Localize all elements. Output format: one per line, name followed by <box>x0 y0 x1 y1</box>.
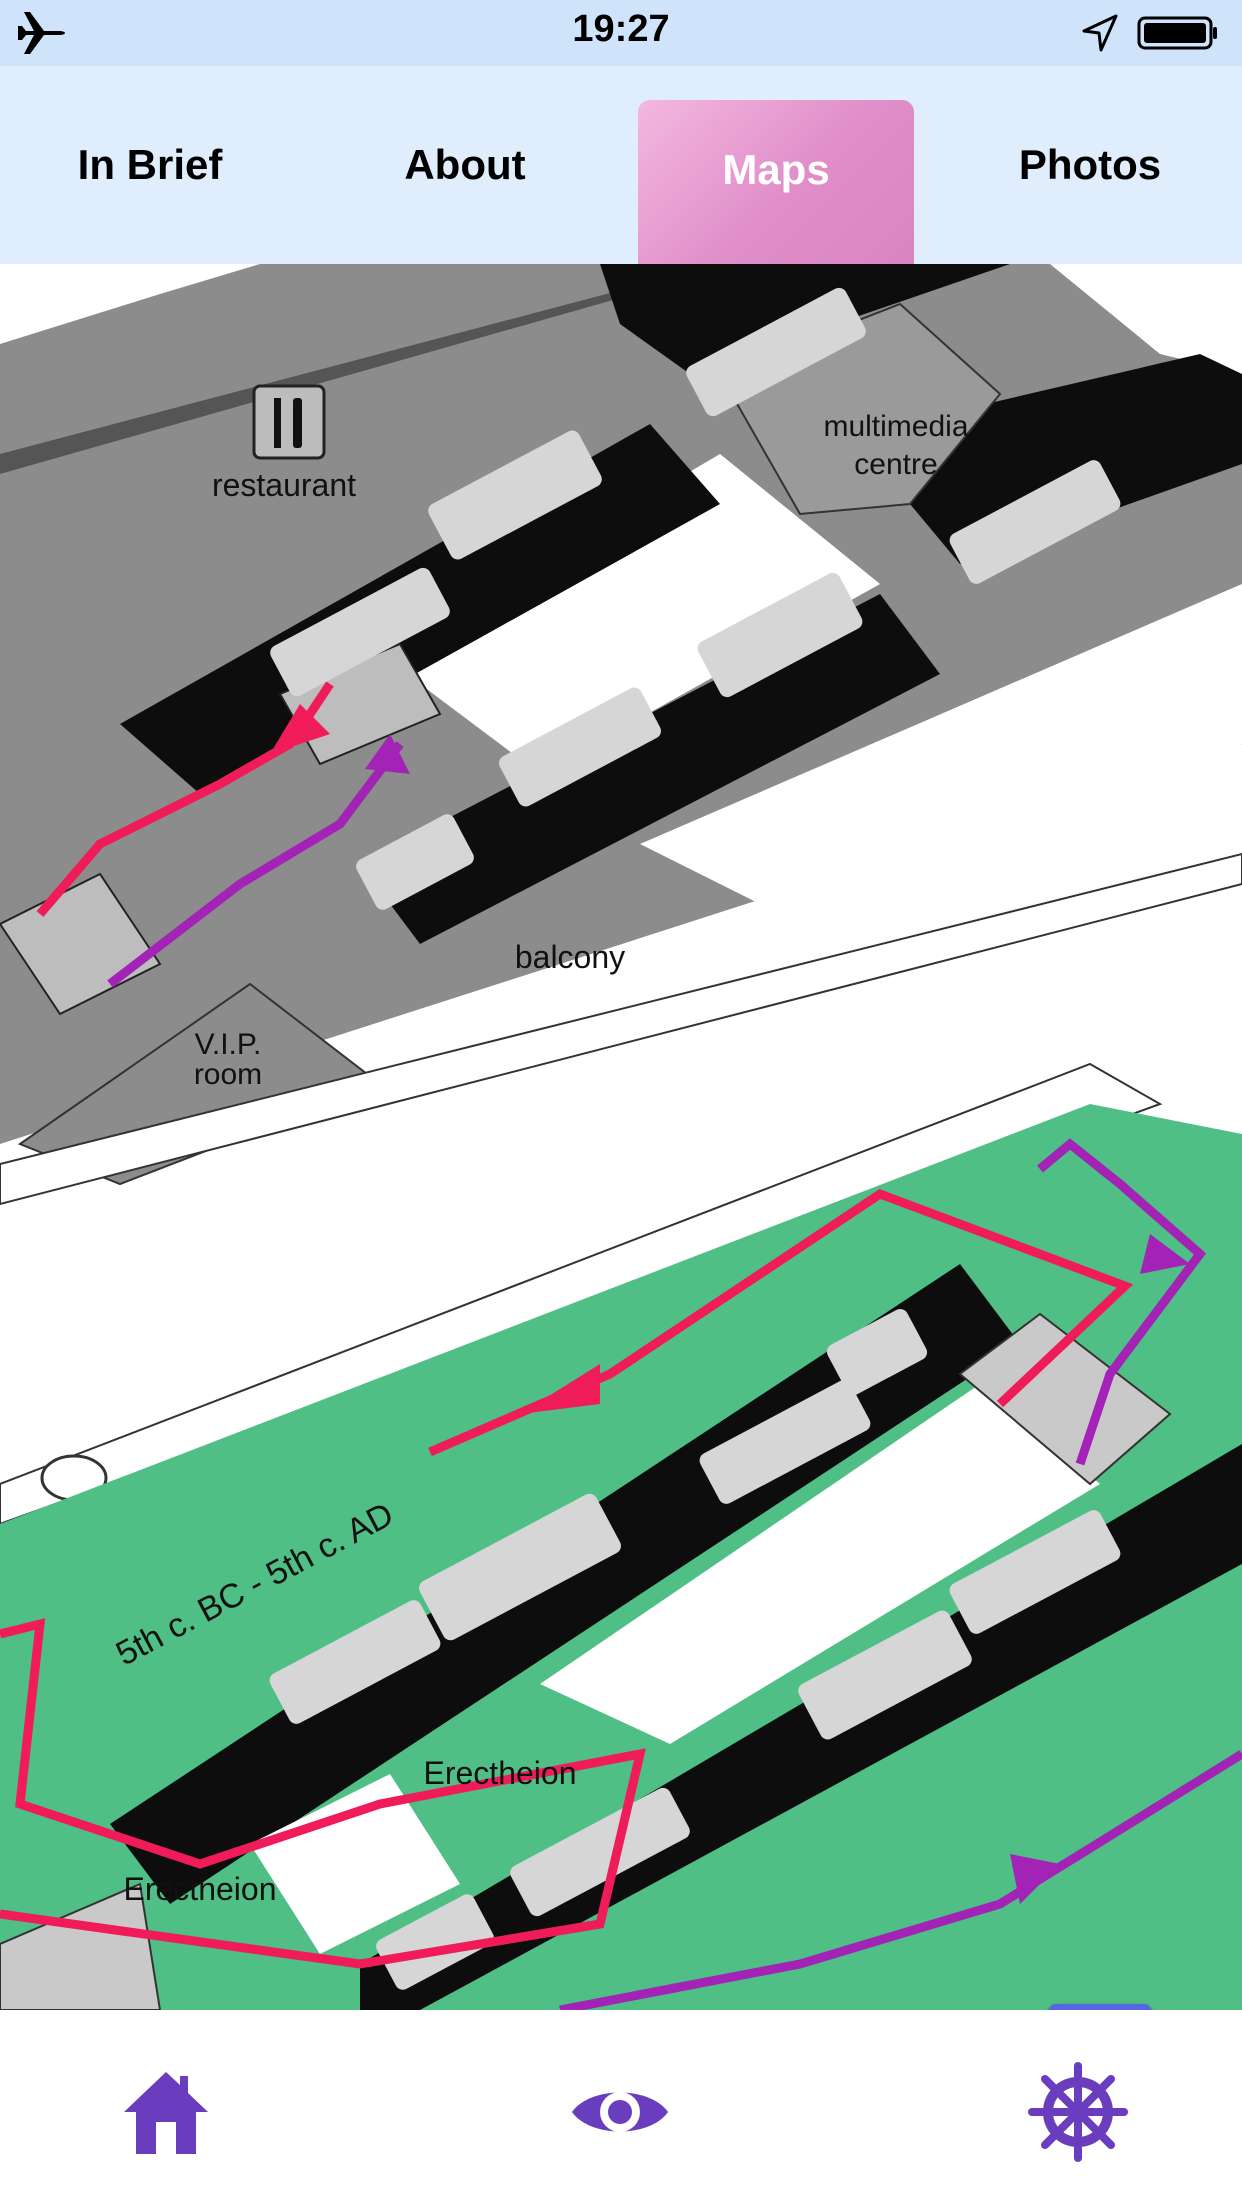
lower-escalator <box>0 1882 162 2010</box>
lower-signs <box>269 1308 1121 1990</box>
tab-photos[interactable]: Photos <box>960 66 1220 264</box>
upper-stripe <box>0 264 740 474</box>
tab-maps[interactable]: Maps <box>638 100 914 264</box>
battery-icon <box>1137 16 1217 50</box>
airplane-mode-icon <box>18 12 65 54</box>
lower-route-red-2 <box>0 1618 646 1969</box>
upper-route-purple <box>107 741 404 988</box>
map-drawing: restaurant multimedia centre balcony V.I… <box>0 264 1242 2010</box>
upper-route-purple-arrow <box>365 734 410 774</box>
lower-railing <box>0 1062 1163 1526</box>
label-vip: V.I.P. <box>195 1028 262 1061</box>
restaurant-icon <box>252 384 326 460</box>
tab-about-label: About <box>404 141 526 188</box>
upper-white-area-2 <box>1050 264 1242 374</box>
lower-route-purple-arrow <box>1140 1234 1190 1274</box>
ship-wheel-icon[interactable] <box>1028 2062 1128 2162</box>
label-multimedia: multimedia <box>823 410 968 443</box>
label-centre: centre <box>854 448 937 481</box>
tab-in-brief[interactable]: In Brief <box>0 66 300 264</box>
label-restaurant: restaurant <box>212 467 356 503</box>
upper-corridor-2 <box>360 594 940 944</box>
label-erectheion-1: Erectheion <box>424 1755 577 1791</box>
tab-in-brief-label: In Brief <box>77 141 223 188</box>
lower-route-red-arrow <box>520 1364 600 1414</box>
upper-white-area-1 <box>0 264 260 344</box>
lower-stairs <box>958 1312 1172 1486</box>
tab-about[interactable]: About <box>330 66 600 264</box>
upper-route-red-arrow <box>270 704 330 754</box>
label-room: room <box>194 1058 262 1091</box>
label-erectheion-2: Erectheion <box>124 1871 277 1907</box>
map-toggle-button[interactable] <box>1048 2004 1152 2010</box>
upper-white-area-3 <box>640 584 1242 914</box>
status-time: 19:27 <box>572 8 670 50</box>
home-icon[interactable] <box>116 2062 216 2162</box>
label-balcony: balcony <box>515 939 625 975</box>
floor-railing <box>0 852 1242 1206</box>
status-bar: 19:27 <box>0 0 1242 66</box>
lower-atrium <box>540 1384 1100 1744</box>
tab-maps-label: Maps <box>722 146 830 193</box>
location-arrow-icon <box>1082 14 1118 52</box>
museum-floor-map[interactable]: restaurant multimedia centre balcony V.I… <box>0 264 1242 2010</box>
bottom-nav <box>0 2010 1242 2208</box>
lower-route-purple <box>1037 1138 1207 1466</box>
lower-white-box <box>250 1774 460 1954</box>
lower-route-purple-arrow-2 <box>1010 1854 1060 1904</box>
eye-icon[interactable] <box>570 2062 670 2162</box>
lower-route-purple-2 <box>559 1750 1242 2010</box>
upper-atrium <box>380 454 880 774</box>
tab-photos-label: Photos <box>1018 141 1162 188</box>
upper-signs <box>270 287 1121 910</box>
tab-bar: In Brief About Maps Photos <box>0 66 1242 264</box>
